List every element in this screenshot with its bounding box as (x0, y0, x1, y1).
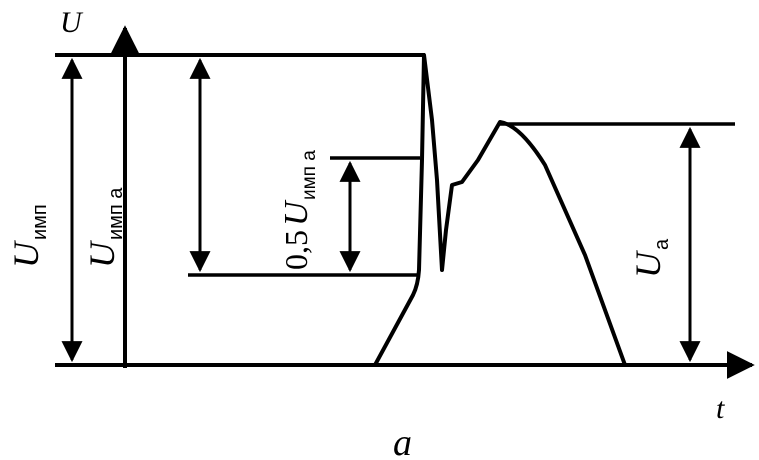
voltage-waveform (373, 53, 627, 366)
svg-text:имп а: имп а (105, 187, 127, 240)
svg-text:U: U (278, 199, 315, 226)
svg-text:U: U (6, 240, 46, 268)
u-imp-label: U имп (6, 204, 51, 268)
u-imp-a-label: U имп а (82, 187, 127, 268)
svg-text:U: U (82, 240, 122, 268)
t-axis-label: t (716, 392, 725, 425)
figure-caption: a (393, 422, 412, 460)
half-u-imp-a-label: 0,5 U имп а (278, 150, 320, 270)
svg-text:имп: имп (29, 204, 51, 240)
u-axis-label: U (60, 6, 84, 39)
svg-text:а: а (651, 238, 673, 250)
svg-text:U: U (628, 250, 668, 278)
svg-text:имп а: имп а (299, 150, 320, 200)
u-a-label: U а (628, 238, 673, 278)
svg-text:0,5: 0,5 (278, 230, 314, 270)
